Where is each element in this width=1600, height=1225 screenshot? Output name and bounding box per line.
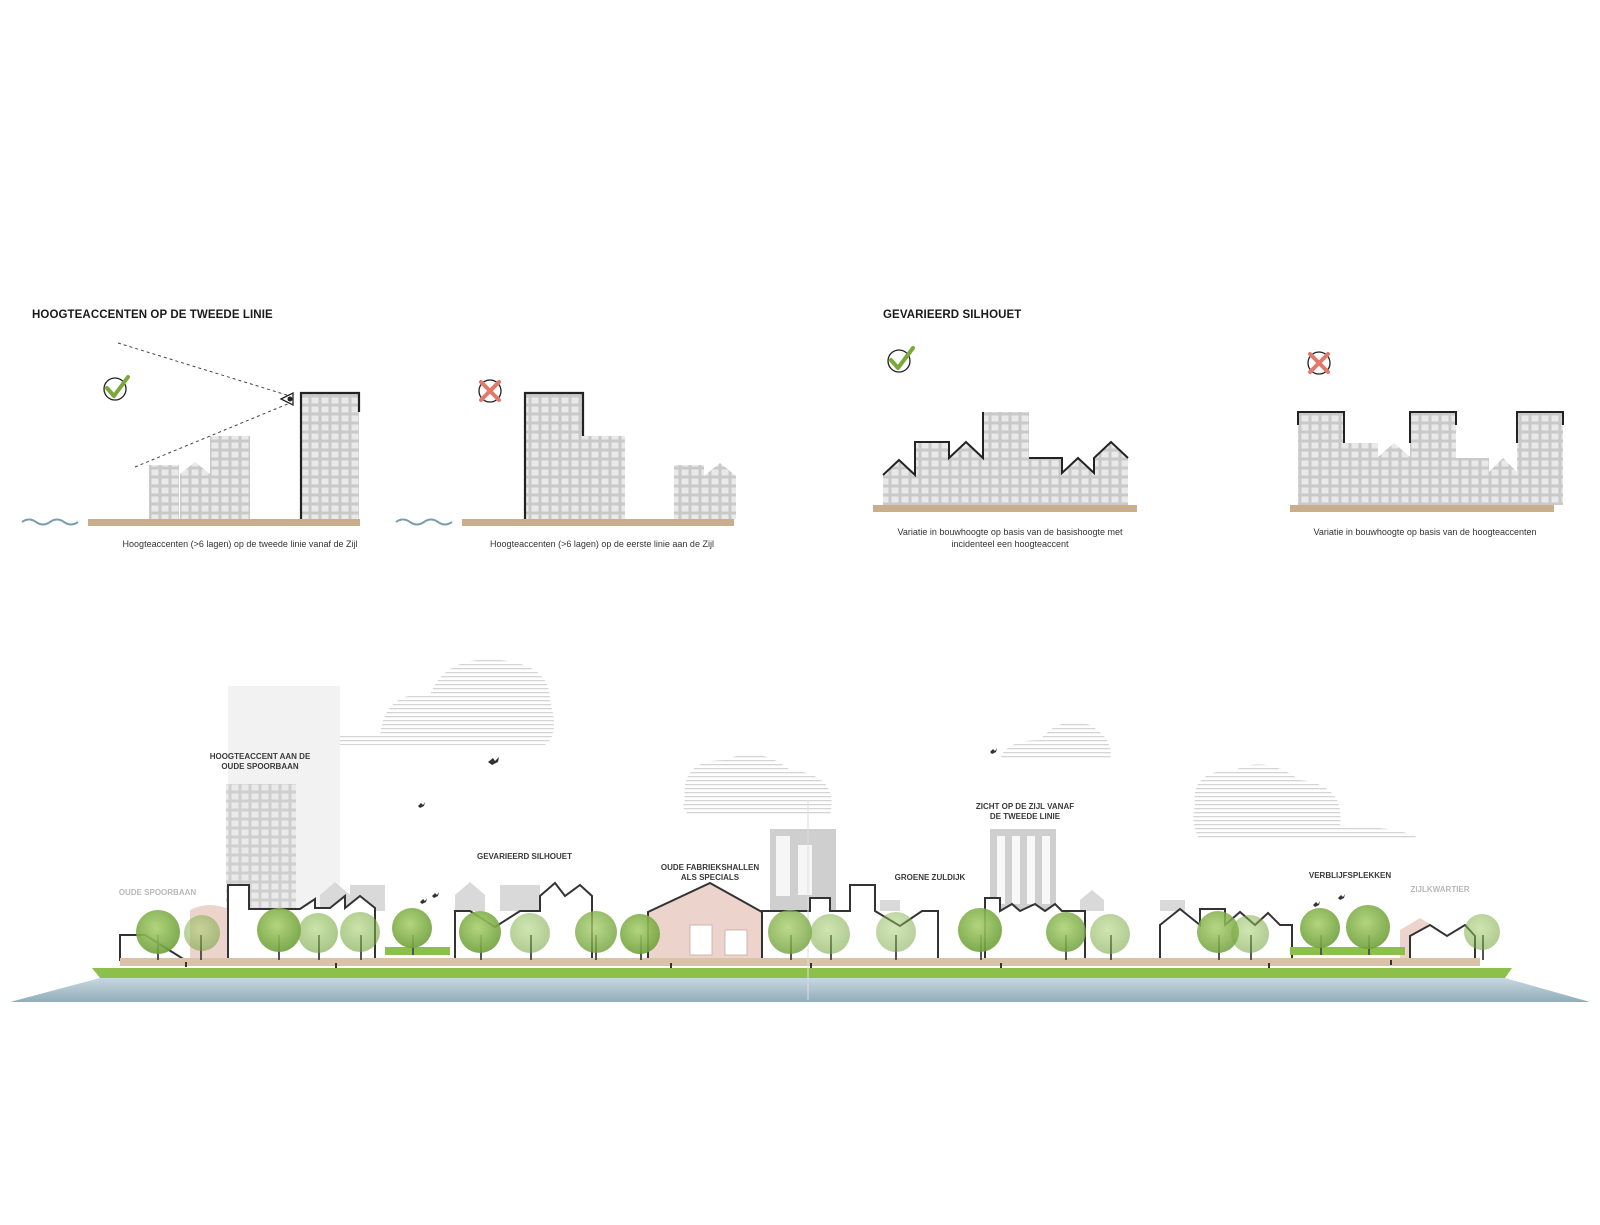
cloud (975, 722, 1111, 760)
heading-varied-silhouette: GEVARIEERD SILHOUET (883, 309, 1022, 321)
panel-varied-silhouette-good (873, 346, 1137, 512)
caption-panel-3-line-2: incidenteel een hoogteaccent (951, 539, 1069, 549)
panel-second-line-accents (21, 342, 361, 526)
sightline-lower (134, 402, 291, 468)
people (185, 960, 1392, 968)
ground-strip (88, 519, 360, 526)
label-line: OUDE FABRIEKSHALLEN (660, 863, 760, 872)
cross-circle-icon (478, 379, 502, 403)
label-oude-spoorbaan: OUDE SPOORBAAN (118, 888, 197, 897)
path-strip (120, 958, 1480, 966)
water-waves (21, 518, 79, 526)
cloud (683, 754, 832, 815)
heading-second-line-accents: HOOGTEACCENTEN OP DE TWEEDE LINIE (32, 309, 273, 321)
label-zijlkwartier: ZIJLKWARTIER (1410, 885, 1470, 894)
label-groene-zuldijk: GROENE ZULDIJK (894, 873, 966, 882)
cloud (340, 659, 554, 745)
label-hoogteaccent: HOOGTEACCENT AAN DE OUDE SPOORBAAN (190, 752, 330, 772)
label-line: OUDE SPOORBAAN (221, 762, 299, 771)
check-circle-icon (887, 346, 915, 373)
label-line: HOOGTEACCENT AAN DE (209, 752, 311, 761)
cloud (1193, 764, 1420, 840)
panel-varied-silhouette-bad (1290, 351, 1564, 512)
building-row (882, 412, 1129, 505)
street-section (10, 659, 1590, 1002)
cross-circle-icon (1307, 351, 1331, 375)
label-line: DE TWEEDE LINIE (989, 812, 1061, 821)
caption-panel-2: Hoogteaccenten (>6 lagen) op de eerste l… (490, 539, 714, 549)
ground-strip (462, 519, 734, 526)
building-row (149, 391, 361, 519)
label-gevarieerd-silhouet: GEVARIEERD SILHOUET (477, 852, 572, 861)
check-circle-icon (103, 375, 130, 401)
sightline-upper (117, 342, 291, 397)
label-line: ZICHT OP DE ZIJL VANAF (975, 802, 1075, 811)
eye-icon (279, 391, 294, 407)
water-waves (395, 518, 453, 526)
ground-strip (1290, 505, 1554, 512)
bird-icon (418, 748, 1345, 907)
caption-panel-1: Hoogteaccenten (>6 lagen) op de tweede l… (122, 539, 358, 549)
ground-strip (873, 505, 1137, 512)
building-row (523, 391, 736, 519)
label-zicht-op-de-zijl: ZICHT OP DE ZIJL VANAF DE TWEEDE LINIE (965, 802, 1085, 822)
water-zijl (10, 978, 1590, 1002)
label-oude-fabriekshallen: OUDE FABRIEKSHALLEN ALS SPECIALS (645, 863, 775, 883)
green-quay (92, 968, 1512, 978)
building-row (1297, 411, 1564, 505)
caption-panel-3-line-1: Variatie in bouwhoogte op basis van de b… (897, 527, 1123, 537)
caption-panel-4: Variatie in bouwhoogte op basis van de h… (1313, 527, 1537, 537)
label-line: ALS SPECIALS (680, 873, 740, 882)
label-verblijfsplekken: VERBLIJFSPLEKKEN (1308, 871, 1392, 880)
caption-panel-3: Variatie in bouwhoogte op basis van de b… (855, 526, 1165, 550)
panel-first-line-accents (395, 379, 736, 526)
trees (136, 905, 1500, 960)
